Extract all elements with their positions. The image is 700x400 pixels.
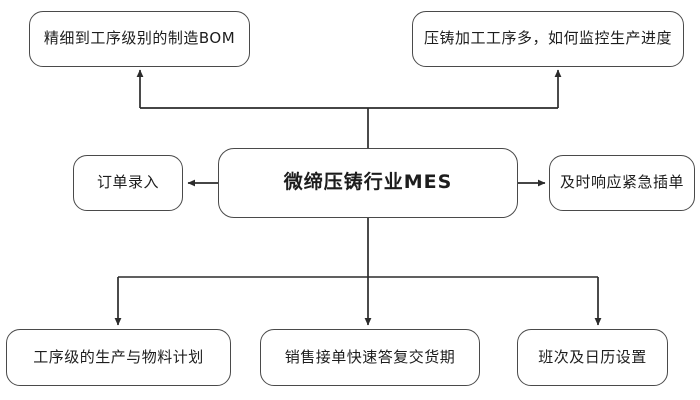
node-process-monitoring[interactable]: 压铸加工工序多，如何监控生产进度: [412, 11, 684, 67]
node-label-order-entry: 订单录入: [96, 173, 159, 192]
node-label-shift-calendar-setup: 班次及日历设置: [538, 347, 647, 366]
node-shift-calendar-setup[interactable]: 班次及日历设置: [517, 329, 668, 386]
node-order-entry[interactable]: 订单录入: [73, 155, 183, 211]
node-label-production-material-plan: 工序级的生产与物料计划: [33, 347, 204, 366]
node-center-mes[interactable]: 微缔压铸行业MES: [218, 148, 518, 218]
node-urgent-order-response[interactable]: 及时响应紧急插单: [549, 155, 695, 211]
node-label-process-monitoring: 压铸加工工序多，如何监控生产进度: [423, 29, 672, 48]
node-label-center-mes: 微缔压铸行业MES: [283, 171, 453, 194]
node-production-material-plan[interactable]: 工序级的生产与物料计划: [6, 329, 231, 386]
node-manufacturing-bom[interactable]: 精细到工序级别的制造BOM: [29, 11, 250, 67]
node-label-sales-delivery-reply: 销售接单快速答复交货期: [284, 347, 456, 366]
node-label-manufacturing-bom: 精细到工序级别的制造BOM: [43, 29, 236, 48]
node-label-urgent-order-response: 及时响应紧急插单: [559, 173, 684, 192]
node-sales-delivery-reply[interactable]: 销售接单快速答复交货期: [260, 329, 480, 386]
